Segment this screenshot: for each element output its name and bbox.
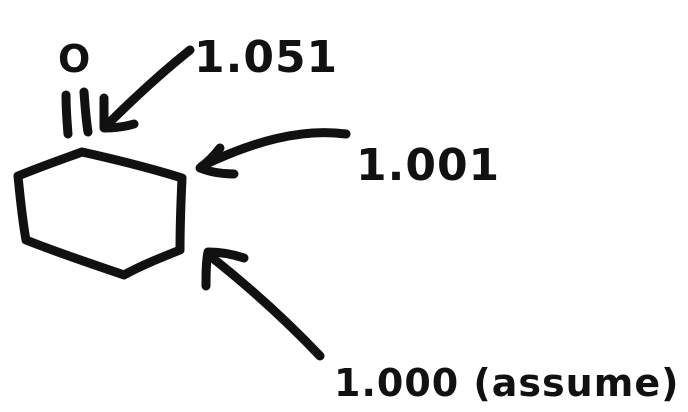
arrow-alpha-shaft xyxy=(197,128,351,171)
cyclohexane-ring xyxy=(13,147,187,280)
double-bond-line-left xyxy=(61,90,73,139)
arrow-carbonyl-shaft xyxy=(101,45,195,131)
arrow-carbonyl xyxy=(99,45,195,133)
carbonyl-double-bond xyxy=(61,87,93,139)
label-alpha-kie: 1.001 xyxy=(356,140,500,191)
arrow-alpha-head xyxy=(195,143,239,179)
label-beta-kie: 1.000 (assume) xyxy=(334,361,679,405)
oxygen-atom-label: O xyxy=(58,37,91,81)
double-bond-line-right xyxy=(79,87,93,137)
arrow-beta-shaft xyxy=(205,251,325,361)
arrow-beta-head xyxy=(201,247,249,291)
arrow-beta xyxy=(201,247,325,361)
arrow-alpha xyxy=(195,128,351,179)
label-carbonyl-kie: 1.051 xyxy=(194,32,338,83)
arrow-carbonyl-head xyxy=(99,93,139,133)
